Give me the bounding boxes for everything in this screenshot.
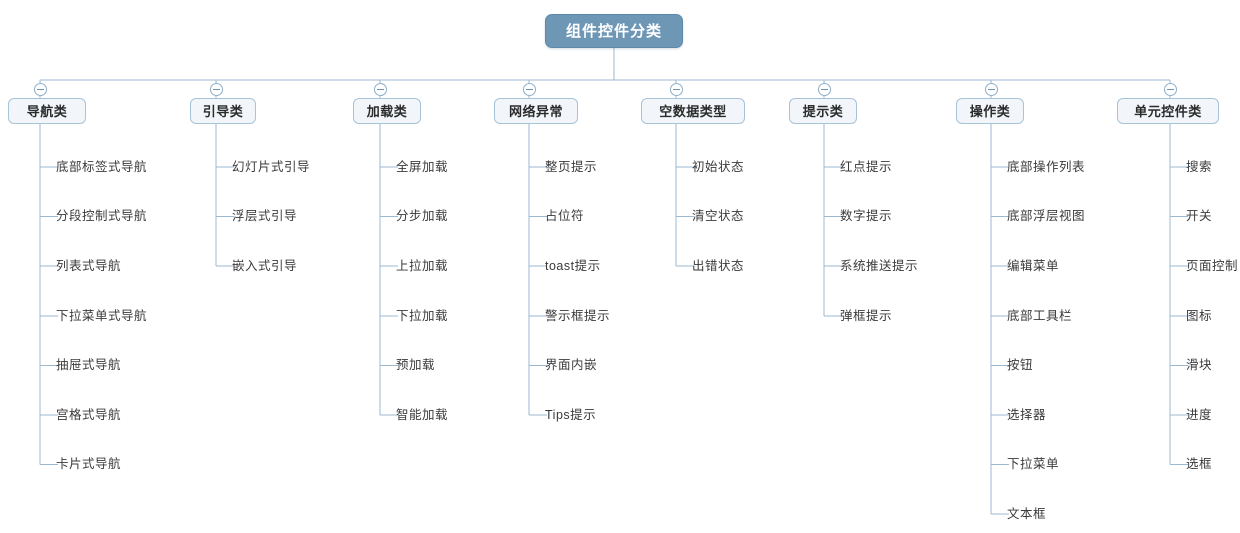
leaf-node[interactable]: 底部浮层视图 — [1007, 209, 1086, 224]
leaf-node[interactable]: 界面内嵌 — [545, 358, 598, 373]
leaf-node[interactable]: 嵌入式引导 — [232, 258, 298, 273]
leaf-node[interactable]: 清空状态 — [692, 209, 745, 224]
leaf-node[interactable]: 红点提示 — [840, 159, 893, 174]
leaf-node[interactable]: 系统推送提示 — [840, 258, 919, 273]
leaf-node[interactable]: 卡片式导航 — [56, 457, 122, 472]
leaf-node[interactable]: 底部工具栏 — [1007, 308, 1073, 323]
leaf-node[interactable]: 选择器 — [1007, 407, 1047, 422]
leaf-node[interactable]: 图标 — [1186, 308, 1213, 323]
leaf-node[interactable]: Tips提示 — [545, 407, 597, 422]
branch-node-4[interactable]: 空数据类型 — [641, 98, 745, 124]
branch-node-7[interactable]: 单元控件类 — [1117, 98, 1219, 124]
branch-node-2[interactable]: 加载类 — [353, 98, 421, 124]
leaf-node[interactable]: 开关 — [1186, 209, 1213, 224]
leaf-node[interactable]: 上拉加载 — [396, 258, 449, 273]
leaf-node[interactable]: 分步加载 — [396, 209, 449, 224]
collapse-minus-icon[interactable] — [209, 83, 223, 96]
leaf-node[interactable]: 底部标签式导航 — [56, 159, 148, 174]
leaf-node[interactable]: 编辑菜单 — [1007, 258, 1060, 273]
leaf-node[interactable]: 下拉菜单式导航 — [56, 308, 148, 323]
leaf-node[interactable]: 抽屉式导航 — [56, 358, 122, 373]
leaf-node[interactable]: 选框 — [1186, 457, 1213, 472]
root-node[interactable]: 组件控件分类 — [545, 14, 683, 48]
leaf-node[interactable]: 滑块 — [1186, 358, 1213, 373]
collapse-minus-icon[interactable] — [373, 83, 387, 96]
leaf-node[interactable]: 预加载 — [396, 358, 436, 373]
leaf-node[interactable]: toast提示 — [545, 258, 601, 273]
leaf-node[interactable]: 占位符 — [545, 209, 585, 224]
leaf-node[interactable]: 幻灯片式引导 — [232, 159, 311, 174]
leaf-node[interactable]: 宫格式导航 — [56, 407, 122, 422]
leaf-node[interactable]: 按钮 — [1007, 358, 1034, 373]
leaf-node[interactable]: 全屏加载 — [396, 159, 449, 174]
leaf-node[interactable]: 下拉加载 — [396, 308, 449, 323]
leaf-node[interactable]: 分段控制式导航 — [56, 209, 148, 224]
leaf-node[interactable]: 警示框提示 — [545, 308, 611, 323]
branch-node-1[interactable]: 引导类 — [190, 98, 256, 124]
leaf-node[interactable]: 列表式导航 — [56, 258, 122, 273]
leaf-node[interactable]: 进度 — [1186, 407, 1213, 422]
branch-node-5[interactable]: 提示类 — [789, 98, 857, 124]
collapse-minus-icon[interactable] — [669, 83, 683, 96]
leaf-node[interactable]: 数字提示 — [840, 209, 893, 224]
leaf-node[interactable]: 下拉菜单 — [1007, 457, 1060, 472]
collapse-minus-icon[interactable] — [33, 83, 47, 96]
leaf-node[interactable]: 整页提示 — [545, 159, 598, 174]
collapse-minus-icon[interactable] — [984, 83, 998, 96]
leaf-node[interactable]: 浮层式引导 — [232, 209, 298, 224]
leaf-node[interactable]: 初始状态 — [692, 159, 745, 174]
leaf-node[interactable]: 搜索 — [1186, 159, 1213, 174]
collapse-minus-icon[interactable] — [817, 83, 831, 96]
branch-node-3[interactable]: 网络异常 — [494, 98, 578, 124]
leaf-node[interactable]: 底部操作列表 — [1007, 159, 1086, 174]
collapse-minus-icon[interactable] — [1163, 83, 1177, 96]
branch-node-0[interactable]: 导航类 — [8, 98, 86, 124]
branch-node-6[interactable]: 操作类 — [956, 98, 1024, 124]
leaf-node[interactable]: 文本框 — [1007, 506, 1047, 521]
leaf-node[interactable]: 智能加载 — [396, 407, 449, 422]
leaf-node[interactable]: 页面控制 — [1186, 258, 1239, 273]
collapse-minus-icon[interactable] — [522, 83, 536, 96]
leaf-node[interactable]: 弹框提示 — [840, 308, 893, 323]
leaf-node[interactable]: 出错状态 — [692, 258, 745, 273]
